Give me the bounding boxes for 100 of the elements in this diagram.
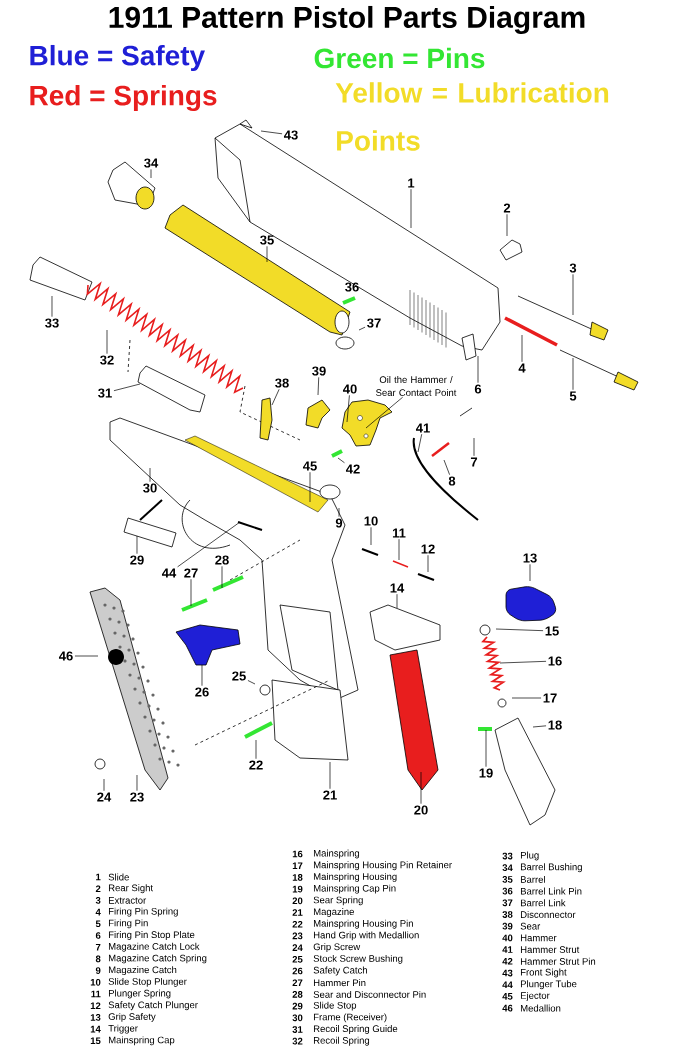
note-text: Oil the Hammer / Sear Contact Point — [376, 376, 457, 396]
callout-number: 8 — [448, 476, 456, 486]
part-name: Disconnector — [521, 911, 576, 918]
leader-line — [521, 334, 523, 363]
leader-line — [329, 761, 331, 790]
list-number: 4 — [95, 908, 101, 916]
leader-line — [247, 680, 256, 685]
leader-line — [443, 459, 450, 476]
part-name: Front Sight — [521, 968, 567, 978]
part-name: Grip Safety — [108, 1013, 156, 1022]
list-number: 22 — [292, 920, 303, 928]
list-number: 15 — [90, 1037, 101, 1045]
part-name: Hammer Pin — [314, 979, 366, 987]
part-name: Safety Catch Plunger — [108, 1001, 198, 1011]
part-name: Mainspring Housing Pin Retainer — [314, 861, 452, 871]
part-name: Magazine Catch — [109, 966, 177, 976]
callout-number: 11 — [392, 528, 406, 538]
part-name: Sear — [520, 922, 541, 930]
part-name: Hand Grip with Medallion — [314, 931, 419, 941]
callout-number: 20 — [414, 805, 428, 815]
callout-number: 29 — [130, 555, 144, 565]
callout-number: 35 — [260, 235, 274, 245]
legend-entry: Green = Pins — [314, 47, 485, 69]
leader-line — [358, 326, 366, 331]
leader-line — [177, 521, 241, 568]
list-number: 24 — [292, 944, 303, 951]
leader-line — [420, 771, 422, 805]
part-name: Frame (Receiver) — [314, 1013, 387, 1023]
part-name: Firing Pin Spring — [109, 907, 178, 917]
part-name: Plunger Spring — [109, 989, 171, 999]
part-name: Slide — [108, 873, 129, 881]
part-name: Magazine Catch Spring — [109, 954, 207, 964]
part-name: Mainspring Housing Pin — [314, 919, 413, 929]
list-number: 40 — [502, 934, 513, 942]
part-name: Medallion — [521, 1004, 561, 1012]
part-name: Ejector — [521, 992, 550, 1001]
leader-line — [417, 433, 423, 453]
part-name: Hammer Strut — [521, 946, 580, 953]
callout-number: 6 — [474, 384, 482, 394]
leader-line — [346, 394, 350, 423]
list-number: 27 — [292, 979, 303, 986]
part-name: Mainspring Cap Pin — [314, 884, 396, 894]
callout-number: 27 — [184, 568, 198, 578]
part-name: Barrel Link Pin — [521, 887, 582, 895]
leader-line — [149, 467, 151, 483]
callout-number: 34 — [144, 158, 159, 168]
callout-number: 24 — [97, 792, 112, 802]
leader-line — [365, 396, 404, 429]
callout-number: 25 — [232, 671, 246, 681]
callout-number: 14 — [390, 583, 405, 593]
list-number: 37 — [502, 899, 513, 907]
callout-number: 19 — [479, 768, 493, 778]
callout-number: 13 — [523, 553, 537, 563]
leader-line — [113, 383, 141, 392]
part-name: Barrel — [521, 875, 545, 883]
list-number: 46 — [502, 1004, 513, 1012]
list-number: 39 — [502, 922, 513, 930]
part-name: Mainspring Housing — [314, 873, 397, 882]
callout-number: 21 — [323, 790, 337, 800]
callout-number: 15 — [545, 626, 559, 636]
list-number: 38 — [502, 911, 513, 918]
callout-number: 26 — [195, 687, 209, 697]
callout-number: 17 — [543, 693, 557, 703]
leader-line — [51, 295, 53, 318]
list-number: 12 — [90, 1002, 101, 1009]
list-number: 13 — [90, 1014, 101, 1021]
part-name: Mainspring Cap — [109, 1036, 175, 1046]
list-number: 29 — [292, 1002, 303, 1010]
leader-line — [410, 188, 412, 229]
callout-number: 4 — [518, 363, 526, 373]
callout-number: 10 — [364, 516, 378, 526]
callout-number: 43 — [284, 130, 298, 140]
list-number: 16 — [292, 850, 303, 858]
callout-number: 12 — [421, 544, 435, 554]
list-number: 7 — [95, 943, 101, 951]
part-name: Plunger Tube — [521, 980, 577, 990]
callout-number: 41 — [416, 423, 430, 433]
callout-number: 42 — [346, 464, 360, 474]
part-name: Rear Sight — [109, 884, 153, 894]
callout-number: 45 — [303, 461, 317, 471]
leader-line — [370, 526, 372, 546]
part-name: Recoil Spring Guide — [314, 1025, 398, 1034]
list-number: 26 — [292, 967, 303, 975]
callout-number: 36 — [345, 282, 359, 292]
leader-line — [398, 538, 400, 561]
callout-number: 22 — [249, 760, 263, 770]
part-name: Stock Screw Bushing — [313, 954, 403, 964]
legend-entry: Red = Springs — [30, 84, 217, 112]
callout-number: 32 — [100, 355, 114, 365]
list-number: 28 — [292, 991, 303, 998]
leader-line — [271, 388, 280, 406]
leader-line — [190, 578, 192, 607]
list-number: 44 — [502, 981, 513, 988]
callout-number: 2 — [503, 203, 511, 213]
leader-line — [427, 554, 429, 573]
leader-line — [309, 471, 311, 503]
leader-line — [136, 774, 138, 792]
leader-line — [317, 376, 320, 396]
list-number: 6 — [95, 932, 101, 939]
callout-number: 16 — [548, 656, 562, 666]
